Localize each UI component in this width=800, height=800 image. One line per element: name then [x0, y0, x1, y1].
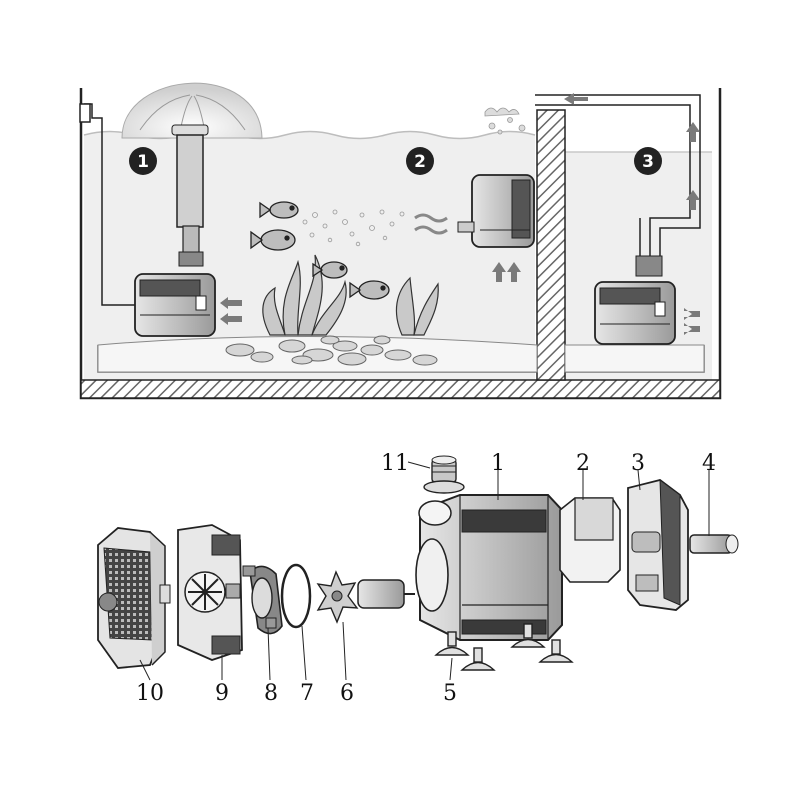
badge-2: 2 [406, 147, 434, 175]
pump-setup-2 [414, 174, 535, 282]
badge-1: 1 [129, 147, 157, 175]
tank-divider [536, 109, 566, 381]
part-1-pump-body [415, 494, 563, 641]
part-8-regulator [242, 565, 283, 635]
inflow-arrows [220, 297, 242, 325]
fish [349, 280, 390, 300]
return-pipe [535, 94, 701, 262]
part-5-suction-cups [434, 623, 574, 671]
label-part-1: 1 [491, 451, 505, 476]
suction-cup [460, 647, 496, 671]
label-part-5: 5 [443, 681, 457, 706]
label-part-11: 11 [381, 451, 409, 476]
part-2-filter-block [559, 497, 621, 583]
fish [312, 261, 348, 279]
label-part-2: 2 [576, 451, 590, 476]
pebbles [225, 335, 438, 366]
suction-cup [434, 631, 470, 656]
part-10-intake-grille [97, 527, 171, 669]
pump-setup-1 [79, 103, 242, 337]
label-part-8: 8 [264, 681, 278, 706]
fountain-spray [121, 82, 263, 139]
outflow-waves [414, 213, 448, 235]
suction-cup [538, 639, 574, 663]
part-9-housing [177, 524, 243, 661]
flow-arrows [564, 93, 700, 335]
badge-3-label: 3 [642, 152, 654, 172]
label-part-9: 9 [215, 681, 229, 706]
aquatic-plants [262, 254, 439, 336]
suction-cup [510, 623, 546, 648]
part-7-o-ring [280, 563, 312, 629]
part-3-rear-cover [627, 478, 689, 611]
riser-pipe [176, 134, 204, 228]
label-part-10: 10 [136, 681, 164, 706]
part-6-impeller [316, 570, 415, 624]
intake-arrows [492, 262, 521, 282]
fish-group [250, 201, 390, 300]
label-part-7: 7 [300, 681, 314, 706]
air-bubbles [302, 209, 405, 247]
badge-1-label: 1 [137, 152, 149, 172]
label-part-4: 4 [702, 451, 716, 476]
fish [250, 229, 296, 251]
exploded-view: 11 1 2 3 4 10 9 8 7 6 5 [97, 451, 739, 706]
label-part-3: 3 [631, 451, 645, 476]
pump-setup-3 [535, 93, 701, 345]
part-4-nozzle-tube [689, 534, 739, 554]
badge-2-label: 2 [414, 152, 426, 172]
badge-3: 3 [634, 147, 662, 175]
part-11-outlet-nozzle [423, 455, 465, 494]
leader-lines [139, 461, 710, 681]
aquarium-illustration: 1 2 [79, 82, 722, 400]
splash [484, 107, 526, 135]
tank-base [80, 379, 721, 399]
fish [259, 201, 299, 219]
label-part-6: 6 [340, 681, 354, 706]
